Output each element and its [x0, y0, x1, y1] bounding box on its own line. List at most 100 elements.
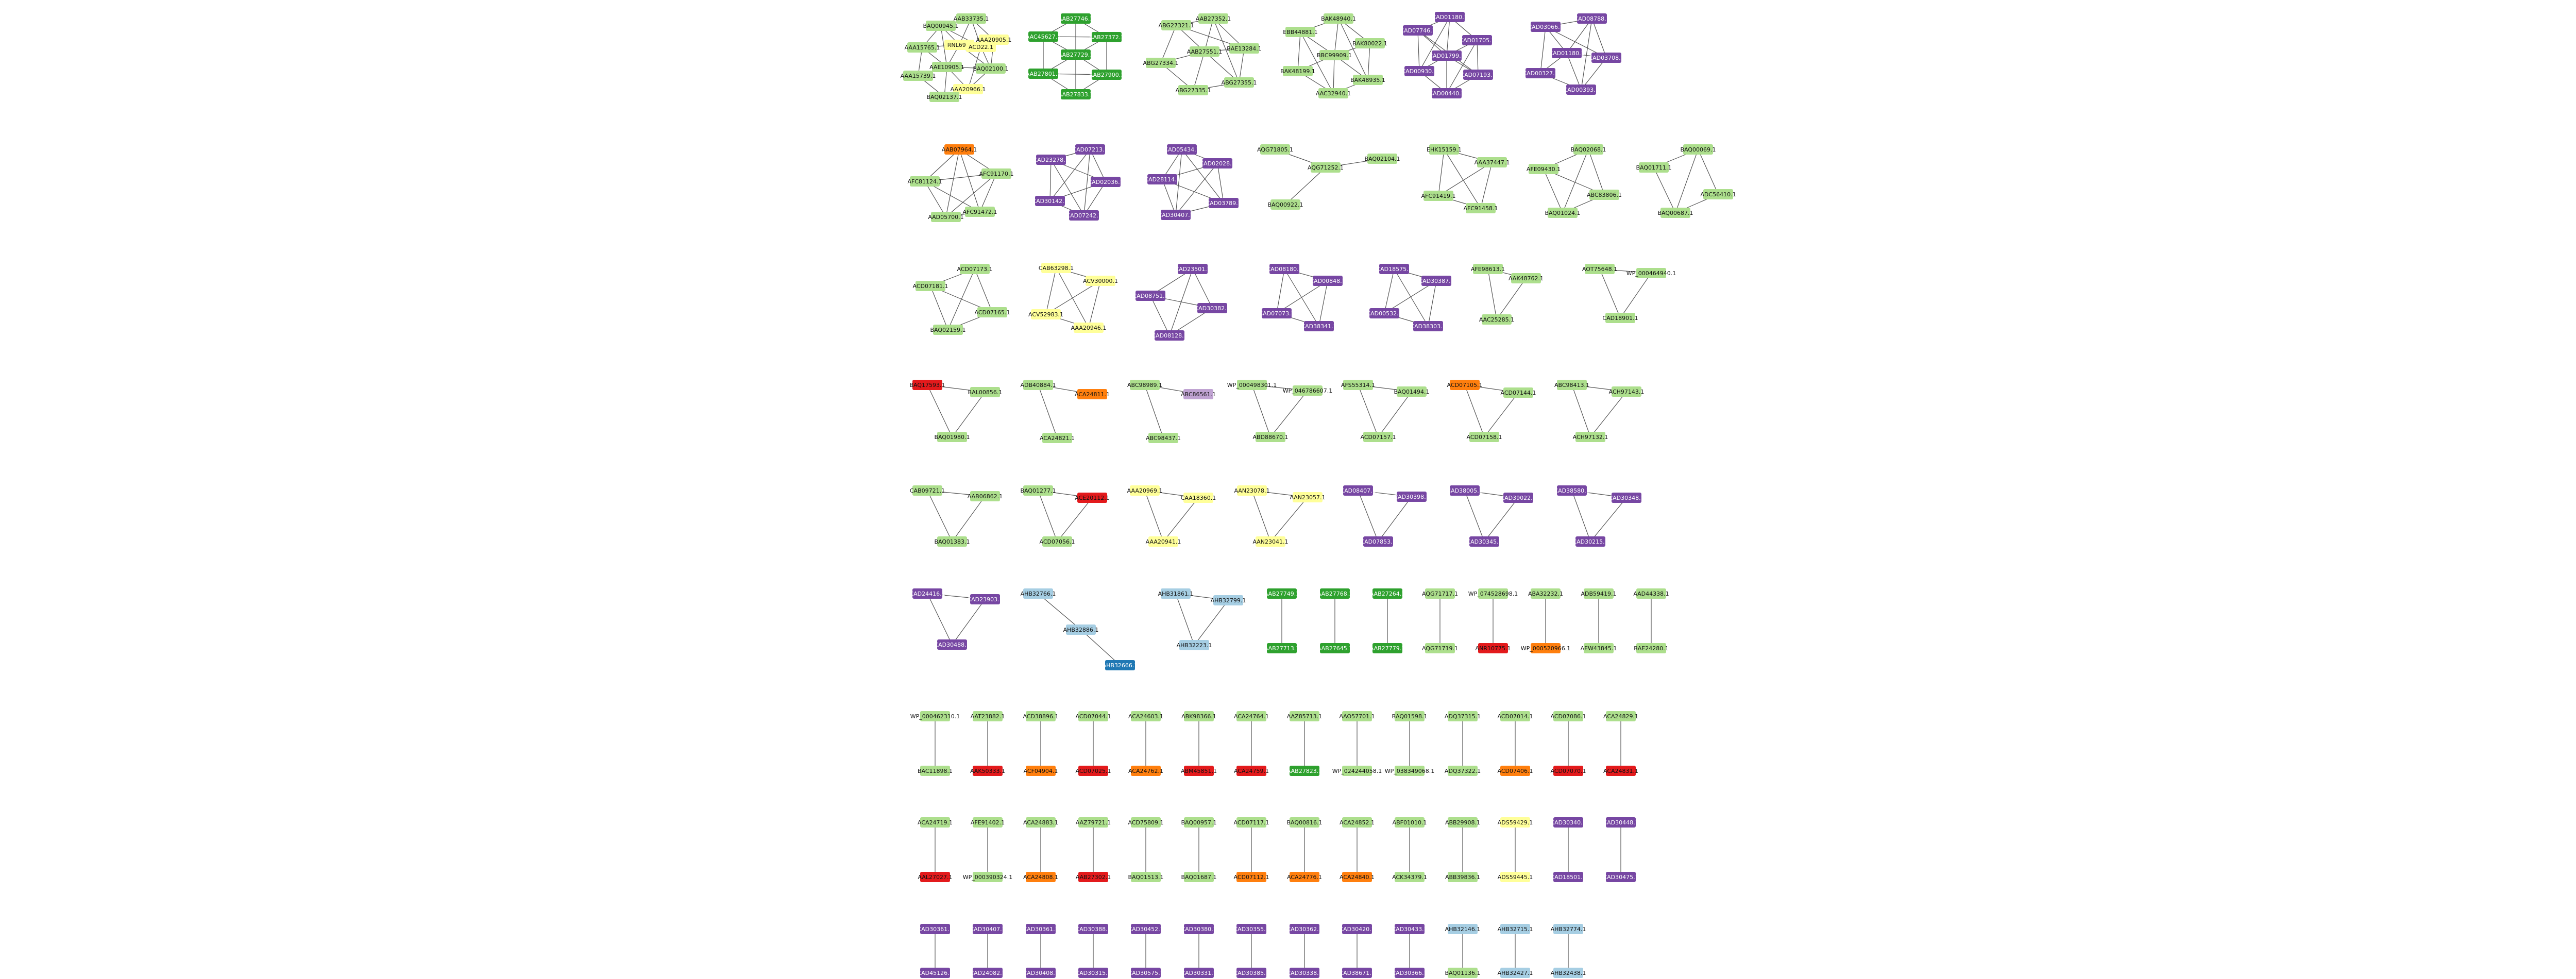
network-node[interactable]: CAD30387.1	[1418, 276, 1454, 286]
network-node[interactable]: BAQ02104.1	[1364, 154, 1400, 164]
network-node[interactable]: ACD38896.1	[1023, 711, 1059, 721]
network-node[interactable]: CAD03789.1	[1206, 198, 1242, 208]
network-node[interactable]: CAD07193.1	[1460, 70, 1496, 80]
network-node[interactable]: AAA15765.1	[905, 42, 940, 53]
network-node[interactable]: ACA24603.1	[1128, 711, 1163, 721]
network-node[interactable]: ABD88670.1	[1252, 432, 1289, 442]
network-node[interactable]: ACF04904.1	[1024, 766, 1058, 776]
network-node[interactable]: BAQ01277.1	[1020, 485, 1056, 496]
network-node[interactable]: AFC81124.1	[907, 176, 942, 187]
network-node[interactable]: CAD07853.1	[1360, 536, 1396, 547]
network-node[interactable]: BAQ02068.1	[1570, 144, 1606, 155]
network-node[interactable]: AHB32774.1	[1551, 924, 1586, 934]
network-node[interactable]: AAN23057.1	[1290, 492, 1326, 502]
network-node[interactable]: ACD07181.1	[913, 281, 948, 291]
network-node[interactable]: AAB27713.1	[1264, 643, 1299, 653]
network-node[interactable]: ABG27334.1	[1143, 58, 1179, 68]
network-node[interactable]: AAB27302.1	[1076, 872, 1111, 882]
network-node[interactable]: ADQ37315.1	[1445, 711, 1481, 721]
network-node[interactable]: CAD03708.1	[1588, 53, 1624, 63]
network-node[interactable]: ABC83806.1	[1587, 190, 1622, 200]
network-node[interactable]: CAD05434.1	[1164, 144, 1200, 155]
network-node[interactable]: CAD30407.1	[1158, 210, 1194, 220]
network-node[interactable]: CAD23278.1	[1033, 155, 1069, 165]
network-node[interactable]: CAD08407.1	[1340, 485, 1376, 496]
network-node[interactable]: ABM45851.1	[1181, 766, 1217, 776]
network-node[interactable]: BAK48199.1	[1280, 66, 1315, 76]
network-node[interactable]: CAD08128.1	[1151, 330, 1188, 341]
network-node[interactable]: CAD07213.1	[1072, 144, 1108, 155]
network-node[interactable]: ACD07105.1	[1447, 380, 1483, 390]
network-node[interactable]: AAK50333.1	[970, 766, 1005, 776]
network-node[interactable]: BAQ01598.1	[1392, 711, 1428, 721]
network-node[interactable]: BAQ01711.1	[1636, 162, 1672, 173]
network-node[interactable]: CAD07746.1	[1400, 25, 1436, 36]
network-node[interactable]: AAZ79721.1	[1076, 817, 1111, 828]
network-node[interactable]: CAD30355.1	[1233, 924, 1269, 934]
network-node[interactable]: ACD07144.1	[1501, 387, 1536, 398]
network-node[interactable]: ACD07044.1	[1076, 711, 1111, 721]
network-node[interactable]: AAB27779.1	[1370, 643, 1405, 653]
network-node[interactable]: AAD44338.1	[1633, 588, 1669, 599]
network-node[interactable]: CAD00848.1	[1310, 276, 1346, 286]
network-node[interactable]: BAQ01024.1	[1545, 208, 1581, 218]
network-node[interactable]: CAB63298.1	[1039, 263, 1074, 273]
network-node[interactable]: ACD07165.1	[975, 307, 1010, 317]
network-node[interactable]: BAQ01383.1	[934, 536, 970, 547]
network-node[interactable]: ABC98989.1	[1127, 380, 1162, 390]
network-node[interactable]: CAD30408.1	[1023, 968, 1059, 978]
network-node[interactable]: AAN23078.1	[1234, 485, 1270, 496]
network-node[interactable]: CAD18501.1	[1550, 872, 1586, 882]
network-node[interactable]: ABB39836.1	[1445, 872, 1480, 882]
network-node[interactable]: AAB33735.1	[954, 13, 989, 24]
network-node[interactable]: CAD30575.1	[1128, 968, 1164, 978]
network-node[interactable]: ANR10775.1	[1476, 643, 1511, 653]
network-node[interactable]: CAD23501.1	[1175, 264, 1211, 274]
network-node[interactable]: BAQ01980.1	[934, 432, 970, 442]
network-node[interactable]: BAQ01136.1	[1445, 968, 1481, 978]
network-node[interactable]: AEW43845.1	[1581, 643, 1617, 653]
network-node[interactable]: ACA24831.1	[1603, 766, 1638, 776]
network-node[interactable]: AAB27645.1	[1317, 643, 1352, 653]
network-node[interactable]: CAD30452.1	[1128, 924, 1164, 934]
network-node[interactable]: ACD07117.1	[1234, 817, 1269, 828]
network-node[interactable]: AAB27372.1	[1089, 32, 1124, 42]
network-node[interactable]: CAD38303.1	[1410, 321, 1446, 331]
network-node[interactable]: BAQ00945.1	[923, 21, 959, 31]
network-node[interactable]: AAA20969.1	[1127, 485, 1163, 496]
network-node[interactable]: AHB32715.1	[1498, 924, 1533, 934]
network-node[interactable]: WP_000390324.1	[963, 872, 1013, 882]
network-node[interactable]: AFC91458.1	[1463, 203, 1498, 213]
network-node[interactable]: CAD08788.1	[1574, 13, 1610, 24]
network-node[interactable]: CAD38341.1	[1301, 321, 1337, 331]
network-node[interactable]: CAD30382.1	[1194, 303, 1230, 313]
network-node[interactable]: ADS59445.1	[1498, 872, 1533, 882]
network-node[interactable]: BAQ01513.1	[1128, 872, 1164, 882]
network-node[interactable]: CAD30388.1	[1075, 924, 1111, 934]
network-node[interactable]: AQG71252.1	[1308, 162, 1344, 173]
network-node[interactable]: ABC86561.1	[1181, 389, 1216, 399]
network-node[interactable]: WP_000462310.1	[910, 711, 960, 721]
network-node[interactable]: CAD39022.1	[1500, 493, 1536, 503]
network-node[interactable]: BAQ01687.1	[1181, 872, 1217, 882]
network-node[interactable]: CAD08180.1	[1266, 264, 1302, 274]
network-node[interactable]: AFE91402.1	[971, 817, 1005, 828]
network-node[interactable]: ACA24821.1	[1040, 433, 1075, 443]
network-node[interactable]: CAD30380.1	[1181, 924, 1217, 934]
network-node[interactable]: CAD08751.1	[1132, 291, 1168, 301]
network-node[interactable]: AAB27768.1	[1317, 588, 1352, 599]
network-node[interactable]: CAD38005.1	[1447, 485, 1483, 496]
network-node[interactable]: ACA24811.1	[1075, 389, 1110, 399]
network-node[interactable]: ACV30000.1	[1083, 276, 1118, 286]
network-node[interactable]: BAC11898.1	[918, 766, 953, 776]
network-node[interactable]: ACH97143.1	[1609, 386, 1645, 397]
network-node[interactable]: AAD05700.1	[928, 212, 964, 222]
network-node[interactable]: CAD30475.1	[1603, 872, 1639, 882]
network-node[interactable]: AAA37447.1	[1475, 157, 1510, 167]
network-node[interactable]: AHB32146.1	[1445, 924, 1481, 934]
network-node[interactable]: AHB31861.1	[1158, 588, 1194, 599]
network-node[interactable]: BAE24280.1	[1634, 643, 1669, 653]
network-node[interactable]: AAE10905.1	[929, 62, 964, 72]
network-node[interactable]: WP_074528698.1	[1468, 588, 1518, 599]
network-node[interactable]: ACD07158.1	[1467, 432, 1502, 442]
